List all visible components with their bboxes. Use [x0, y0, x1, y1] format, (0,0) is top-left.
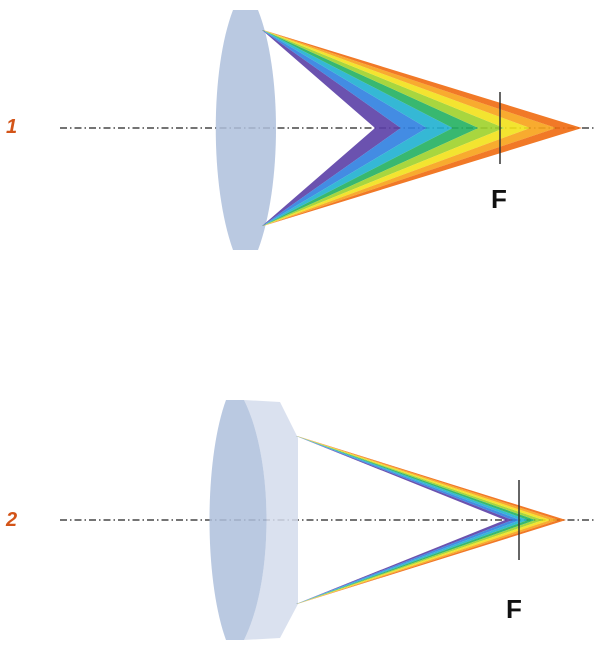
spectral-band [262, 30, 427, 128]
spectral-band [296, 436, 536, 520]
spectral-band [296, 520, 551, 604]
spectral-band [296, 436, 513, 520]
spectral-band [262, 30, 557, 128]
diagram-1-focus-label: F [491, 184, 507, 214]
spectral-band [296, 436, 551, 520]
spectral-band [262, 30, 531, 128]
lens [209, 400, 267, 640]
spectral-band [296, 520, 544, 604]
spectral-band [297, 436, 566, 520]
spectral-band [262, 128, 505, 226]
diagram-1-singlet-lens [60, 10, 596, 250]
lower-dispersion-fan [296, 520, 566, 604]
spectral-band [296, 520, 513, 604]
spectral-band [262, 30, 505, 128]
spectral-band [296, 436, 521, 520]
spectral-band [262, 30, 453, 128]
upper-dispersion-fan [296, 436, 566, 520]
spectral-band [263, 128, 582, 226]
spectral-band [262, 128, 401, 226]
diagram-2-focus-label: F [506, 594, 522, 624]
spectral-band [296, 436, 528, 520]
spectral-band [263, 30, 582, 128]
spectral-band [262, 128, 531, 226]
spectral-band [296, 436, 559, 520]
spectral-band [296, 520, 536, 604]
lens [215, 10, 276, 250]
lower-dispersion-fan [262, 128, 582, 226]
diagram-1-number: 1 [6, 116, 18, 138]
upper-dispersion-fan [262, 30, 582, 128]
spectral-band [262, 30, 479, 128]
spectral-band [296, 436, 544, 520]
spectral-band [262, 128, 557, 226]
spectral-band [296, 520, 528, 604]
spectral-band [262, 128, 479, 226]
spectral-band [262, 30, 401, 128]
flint-lens-element [244, 400, 298, 640]
spectral-band [296, 520, 559, 604]
spectral-band [297, 520, 566, 604]
spectral-band [262, 128, 427, 226]
spectral-band [262, 128, 453, 226]
spectral-band [296, 520, 521, 604]
diagram-2-number: 2 [6, 509, 18, 531]
diagram-2-achromatic-doublet [60, 400, 596, 640]
